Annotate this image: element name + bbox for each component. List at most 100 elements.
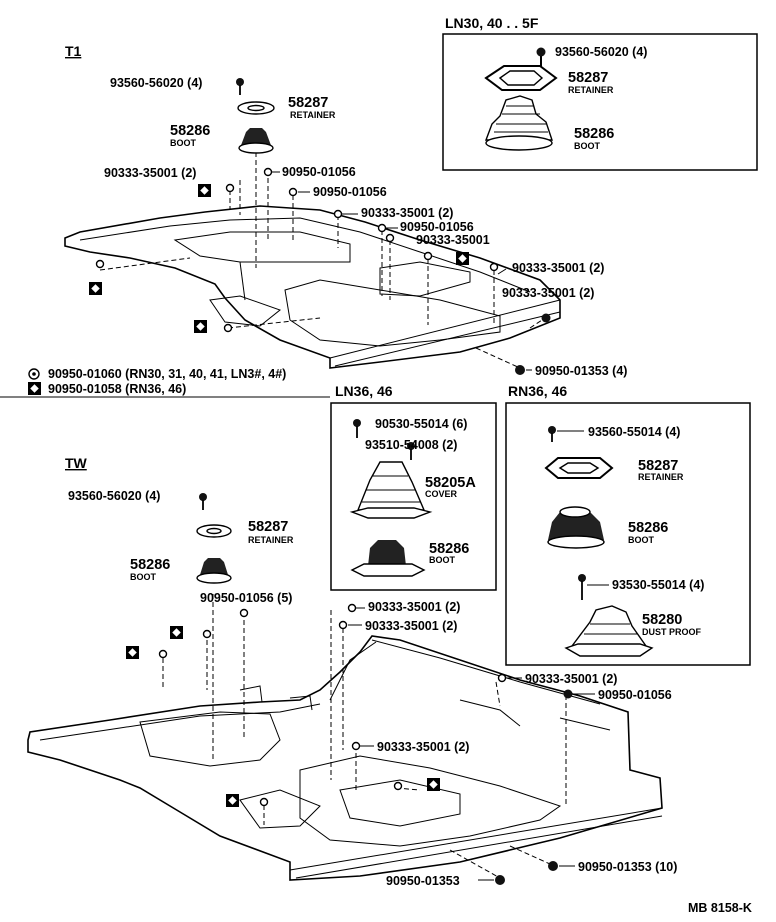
tw-boot-name: BOOT [130, 572, 157, 582]
diagram-code: MB 8158-K [688, 901, 752, 915]
tw-plug2-label: 90950-01056 [598, 688, 672, 702]
t1-retainer-pn: 58287 [288, 95, 328, 111]
ln36-screw2-icon [407, 442, 415, 460]
t1-plug1-icon [263, 167, 273, 177]
ln36-screw1-icon [353, 419, 361, 438]
t1-nut5-label: 90333-35001 (2) [502, 286, 594, 300]
rn36-retainer-name: RETAINER [638, 472, 684, 482]
section-rn36-title: RN36, 46 [508, 383, 567, 399]
tw-diamond-marker-1 [170, 626, 183, 639]
t1-left-plug-icon [95, 259, 105, 269]
t1-boot-icon [238, 128, 274, 154]
rn36-boot-icon [547, 506, 605, 549]
t1-retainer-name: RETAINER [290, 110, 336, 120]
tw-boot-pn: 58286 [130, 557, 170, 573]
t1-nut3-icon [385, 233, 395, 243]
ln30-retainer-name: RETAINER [568, 85, 614, 95]
ln36-boot-icon [350, 540, 426, 577]
tw-nut4-label: 90333-35001 (2) [525, 672, 617, 686]
tw-nut3-icon [351, 741, 361, 751]
t1-boot-pn: 58286 [170, 123, 210, 139]
ln36-cover-name: COVER [425, 489, 458, 499]
tw-plug1-icon [239, 608, 249, 618]
t1-leader-lines [99, 152, 546, 369]
tw-retainer-name: RETAINER [248, 535, 294, 545]
ln30-retainer-icon [484, 65, 558, 91]
tw-bolt-icon [199, 493, 207, 510]
tw-plug1-label: 90950-01056 (5) [200, 591, 292, 605]
tw-plug4-label: 90950-01353 [386, 874, 460, 888]
section-tw-title: TW [65, 455, 88, 471]
t1-circle-plug-icon [423, 251, 433, 261]
tw-nut-left2-icon [158, 649, 168, 659]
t1-plug1-label: 90950-01056 [282, 165, 356, 179]
legend-diamond-label: 90950-01058 (RN36, 46) [48, 382, 186, 396]
t1-diamond-marker-3 [89, 282, 102, 295]
ln30-boot-name: BOOT [574, 141, 601, 151]
section-ln30-title: LN30, 40 . . 5F [445, 15, 539, 31]
t1-bolt-label: 93560-56020 (4) [110, 76, 202, 90]
ln36-boot-name: BOOT [429, 555, 456, 565]
tw-nut1-label: 90333-35001 (2) [368, 600, 460, 614]
t1-plug4-icon [515, 365, 525, 375]
legend-circle-label: 90950-01060 (RN30, 31, 40, 41, LN3#, 4#) [48, 367, 286, 381]
tw-nut-low-icon [259, 797, 269, 807]
section-t1-title: T1 [65, 43, 82, 59]
tw-plug4-icon [495, 875, 505, 885]
tw-retainer-pn: 58287 [248, 519, 288, 535]
ln30-bolt-label: 93560-56020 (4) [555, 45, 647, 59]
rn36-box [505, 402, 751, 666]
tw-bolt-label: 93560-56020 (4) [68, 489, 160, 503]
t1-lower-plug-icon [223, 323, 233, 333]
t1-nut4-label: 90333-35001 (2) [512, 261, 604, 275]
tw-boot-icon [196, 558, 232, 584]
rn36-retainer-icon [544, 457, 614, 479]
t1-bolt-icon [236, 78, 244, 95]
rn36-screw2-icon [578, 574, 586, 600]
ln36-box [330, 402, 497, 591]
rn36-boot-name: BOOT [628, 535, 655, 545]
tw-diamond-marker-3 [427, 778, 440, 791]
ln30-boot-icon [484, 95, 553, 151]
rn36-dust-proof-name: DUST PROOF [642, 627, 702, 637]
tw-floor-pan [27, 635, 663, 881]
t1-diamond-marker-4 [194, 320, 207, 333]
rn36-screw1-icon [548, 426, 556, 442]
rn36-retainer-pn: 58287 [638, 458, 678, 474]
t1-diamond-marker-2 [456, 252, 469, 265]
tw-nut4-icon [497, 673, 507, 683]
t1-plug3-label: 90950-01056 [400, 220, 474, 234]
tw-retainer-icon [196, 524, 232, 538]
t1-retainer-icon [237, 101, 275, 115]
tw-nut1-icon [347, 603, 357, 613]
t1-plug4-label: 90950-01353 (4) [535, 364, 627, 378]
t1-nut5-icon [541, 313, 551, 323]
t1-plug3-icon [377, 223, 387, 233]
ln30-retainer-pn: 58287 [568, 70, 608, 86]
t1-plug2-icon [288, 187, 298, 197]
tw-nut2-label: 90333-35001 (2) [365, 619, 457, 633]
t1-diamond-marker-1 [198, 184, 211, 197]
tw-plug3-icon [548, 861, 558, 871]
rn36-boot-pn: 58286 [628, 520, 668, 536]
t1-nut4-icon [489, 262, 499, 272]
tw-leader-lines [162, 594, 567, 879]
t1-nut3-label: 90333-35001 [416, 233, 490, 247]
legend-diamond-icon [28, 382, 41, 395]
tw-plug2-icon [563, 689, 573, 699]
rn36-screw2-label: 93530-55014 (4) [612, 578, 704, 592]
tw-nut-left-icon [202, 629, 212, 639]
t1-nut1-label: 90333-35001 (2) [104, 166, 196, 180]
t1-boot-name: BOOT [170, 138, 197, 148]
t1-nut2-label: 90333-35001 (2) [361, 206, 453, 220]
legend-circle-icon [28, 368, 40, 380]
tw-diamond-marker-4 [226, 794, 239, 807]
t1-floor-pan [64, 205, 561, 369]
tw-nut2-icon [338, 620, 348, 630]
ln30-boot-pn: 58286 [574, 126, 614, 142]
tw-nut-mid-icon [393, 781, 403, 791]
tw-plug3-label: 90950-01353 (10) [578, 860, 677, 874]
rn36-dust-proof-pn: 58280 [642, 612, 682, 628]
tw-nut3-label: 90333-35001 (2) [377, 740, 469, 754]
